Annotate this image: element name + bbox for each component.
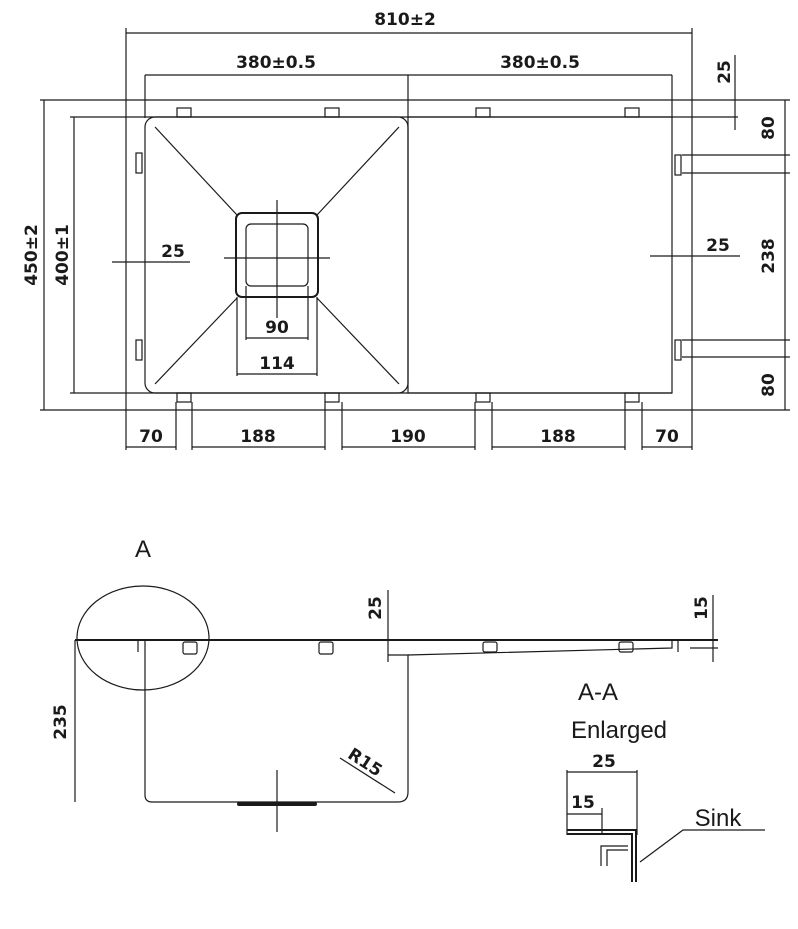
overall-depth-label: 450±2 [22,224,42,286]
sink-leader [639,829,765,863]
bowl-slope-line [154,126,238,216]
corner-radius-label: R15 [344,744,386,781]
clip-offset-bottom-label: 80 [759,373,779,397]
drainboard-underside [407,640,673,656]
overall-width-label: 810±2 [374,10,436,30]
clip-offset-top-label: 80 [759,116,779,140]
detail-view: A-A Enlarged 25 15 Sink [566,679,765,882]
edge-height-label: 15 [692,596,712,620]
drainboard-outline [407,116,673,394]
clip-spacing-label: 190 [390,427,426,447]
sink-edge-profile [567,829,637,882]
detail-marker-label: A [135,536,151,563]
clip-spacing-label: 188 [240,427,276,447]
clip-spacing-label: 70 [139,427,163,447]
clip-profile [600,845,628,866]
bowl-slope-line [316,297,400,385]
detail-subtitle: Enlarged [571,717,667,744]
bowl-slope-line [316,126,400,216]
bowl-profile [144,640,409,803]
clip-spacing-label: 188 [540,427,576,447]
detail-width-inner-label: 15 [571,793,595,813]
clip-spacing-label: 70 [655,427,679,447]
bowl-slope-line [154,297,238,385]
drainboard-width-label: 380±0.5 [500,53,580,73]
flange-top-label: 25 [715,60,735,84]
flange-right-label: 25 [706,236,730,256]
drain-outer-label: 114 [259,354,295,374]
top-view: 810±2 380±0.5 380±0.5 90 [22,10,790,450]
bowl-depth-label: 235 [51,704,71,740]
bowl-width-label: 380±0.5 [236,53,316,73]
radius-leader [339,757,396,794]
inner-depth-label: 400±1 [53,224,73,286]
sink-label: Sink [695,805,743,832]
side-clips [182,641,634,655]
step-height-label: 25 [366,596,386,620]
flange-left-label: 25 [161,242,185,262]
clip-spacing-side-label: 238 [759,238,779,274]
bottom-clip-dims [126,402,692,450]
drain-inner-label: 90 [265,318,289,338]
detail-circle [76,585,210,691]
mounting-clips [135,107,682,403]
detail-title: A-A [578,679,618,706]
detail-width-total-label: 25 [592,752,616,772]
